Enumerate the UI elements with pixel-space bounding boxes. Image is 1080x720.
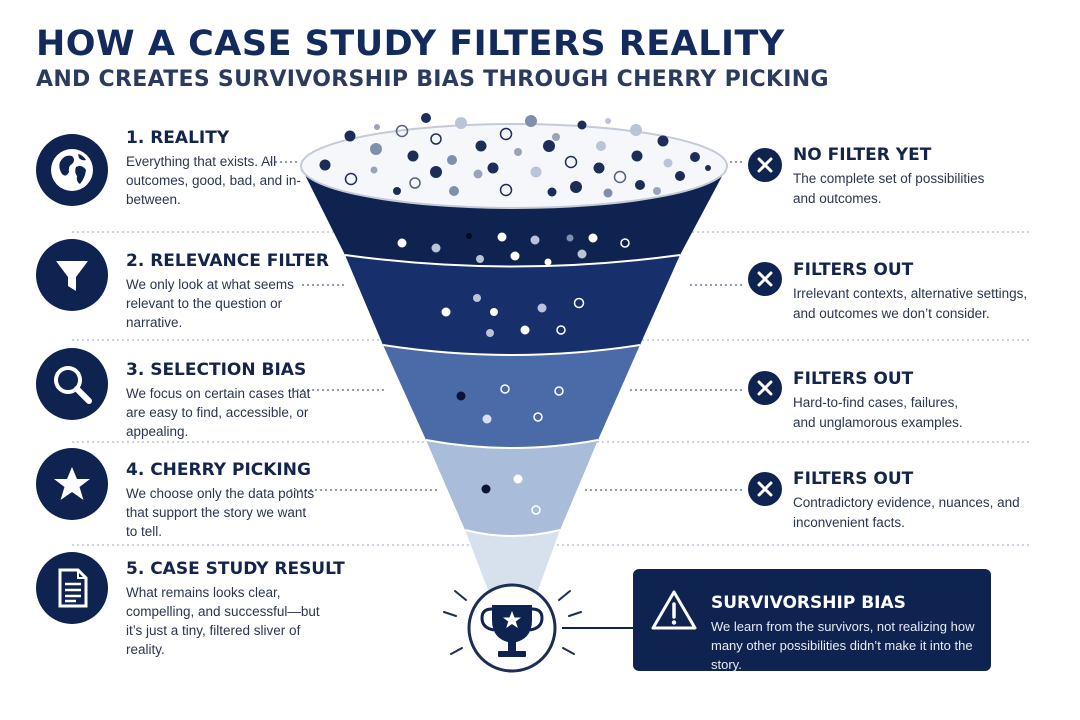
funnel <box>300 123 728 590</box>
filter-text: The complete set of possibilities and ou… <box>793 171 985 206</box>
funnel-band-3 <box>383 345 640 448</box>
step-title: 5. CASE STUDY RESULT <box>126 559 345 579</box>
filter-text: Contradictory evidence, nuances, and inc… <box>793 495 1020 530</box>
step-reality: 1. REALITY Everything that exists. All o… <box>36 128 336 228</box>
step-text: Everything that exists. All outcomes, go… <box>126 154 301 207</box>
step-text: We focus on certain cases that are easy … <box>126 386 311 439</box>
filter-note-selection: FILTERS OUT Hard-to-find cases, failures… <box>748 369 1048 439</box>
funnel-rim <box>300 123 728 209</box>
magnifier-icon <box>36 348 108 420</box>
filter-title: FILTERS OUT <box>793 469 914 489</box>
filter-text: Hard-to-find cases, failures, and unglam… <box>793 395 963 430</box>
filter-title: FILTERS OUT <box>793 369 914 389</box>
step-title: 2. RELEVANCE FILTER <box>126 251 330 271</box>
rim-dots <box>319 113 711 198</box>
funnel-band-2 <box>345 255 680 355</box>
close-icon <box>748 262 782 296</box>
filter-title: NO FILTER YET <box>793 145 932 165</box>
bias-text: We learn from the survivors, not realizi… <box>711 619 975 672</box>
band-dots <box>397 232 630 515</box>
warning-icon <box>651 590 697 630</box>
close-icon <box>748 472 782 506</box>
close-icon <box>748 371 782 405</box>
step-cherry-picking: 4. CHERRY PICKING We choose only the dat… <box>36 448 336 560</box>
survivorship-bias-box: SURVIVORSHIP BIAS We learn from the surv… <box>633 569 991 672</box>
filter-note-relevance: FILTERS OUT Irrelevant contexts, alterna… <box>748 260 1048 330</box>
funnel-band-4 <box>426 440 598 536</box>
step-text: We only look at what seems relevant to t… <box>126 277 294 330</box>
close-icon <box>748 148 782 182</box>
step-selection-bias: 3. SELECTION BIAS We focus on certain ca… <box>36 348 336 460</box>
step-case-study-result: 5. CASE STUDY RESULT What remains looks … <box>36 552 345 659</box>
step-text: What remains looks clear, compelling, an… <box>126 585 320 657</box>
connector-lines <box>270 161 745 491</box>
filter-note-cherry-picking: FILTERS OUT Contradictory evidence, nuan… <box>748 469 1048 539</box>
globe-icon <box>36 134 108 206</box>
step-title: 4. CHERRY PICKING <box>126 460 311 480</box>
page-subtitle: AND CREATES SURVIVORSHIP BIAS THROUGH CH… <box>36 67 829 92</box>
bias-title: SURVIVORSHIP BIAS <box>711 593 906 613</box>
page-title: HOW A CASE STUDY FILTERS REALITY <box>36 24 785 64</box>
filter-title: FILTERS OUT <box>793 260 914 280</box>
star-icon <box>36 448 108 520</box>
trophy-icon <box>480 605 544 657</box>
filter-text: Irrelevant contexts, alternative setting… <box>793 286 1028 321</box>
step-text: We choose only the data points that supp… <box>126 486 315 539</box>
filter-note-no-filter: NO FILTER YET The complete set of possib… <box>748 145 1048 215</box>
step-relevance-filter: 2. RELEVANCE FILTER We only look at what… <box>36 239 336 351</box>
trophy-badge <box>443 583 633 673</box>
funnel-spout <box>465 530 560 590</box>
document-icon <box>36 552 108 624</box>
step-title: 3. SELECTION BIAS <box>126 360 307 380</box>
step-title: 1. REALITY <box>126 128 230 148</box>
funnel-icon <box>36 239 108 311</box>
